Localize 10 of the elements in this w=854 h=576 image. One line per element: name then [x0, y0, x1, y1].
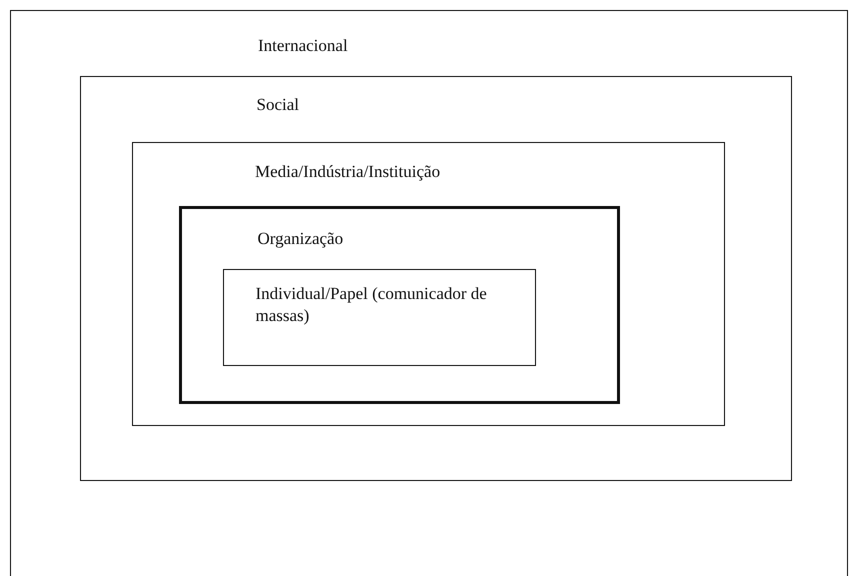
nested-box	[132, 142, 725, 426]
box-title: Media/Indústria/Instituição	[255, 161, 440, 183]
box-title: Internacional	[258, 35, 348, 57]
box-title: Organização	[258, 228, 344, 250]
nested-box	[10, 10, 848, 576]
nested-box	[80, 76, 792, 480]
nested-box	[178, 206, 620, 404]
box-title: Social	[256, 94, 299, 116]
nested-box	[222, 268, 536, 366]
box-title: Individual/Papel (comunicador de massas)	[256, 282, 488, 326]
